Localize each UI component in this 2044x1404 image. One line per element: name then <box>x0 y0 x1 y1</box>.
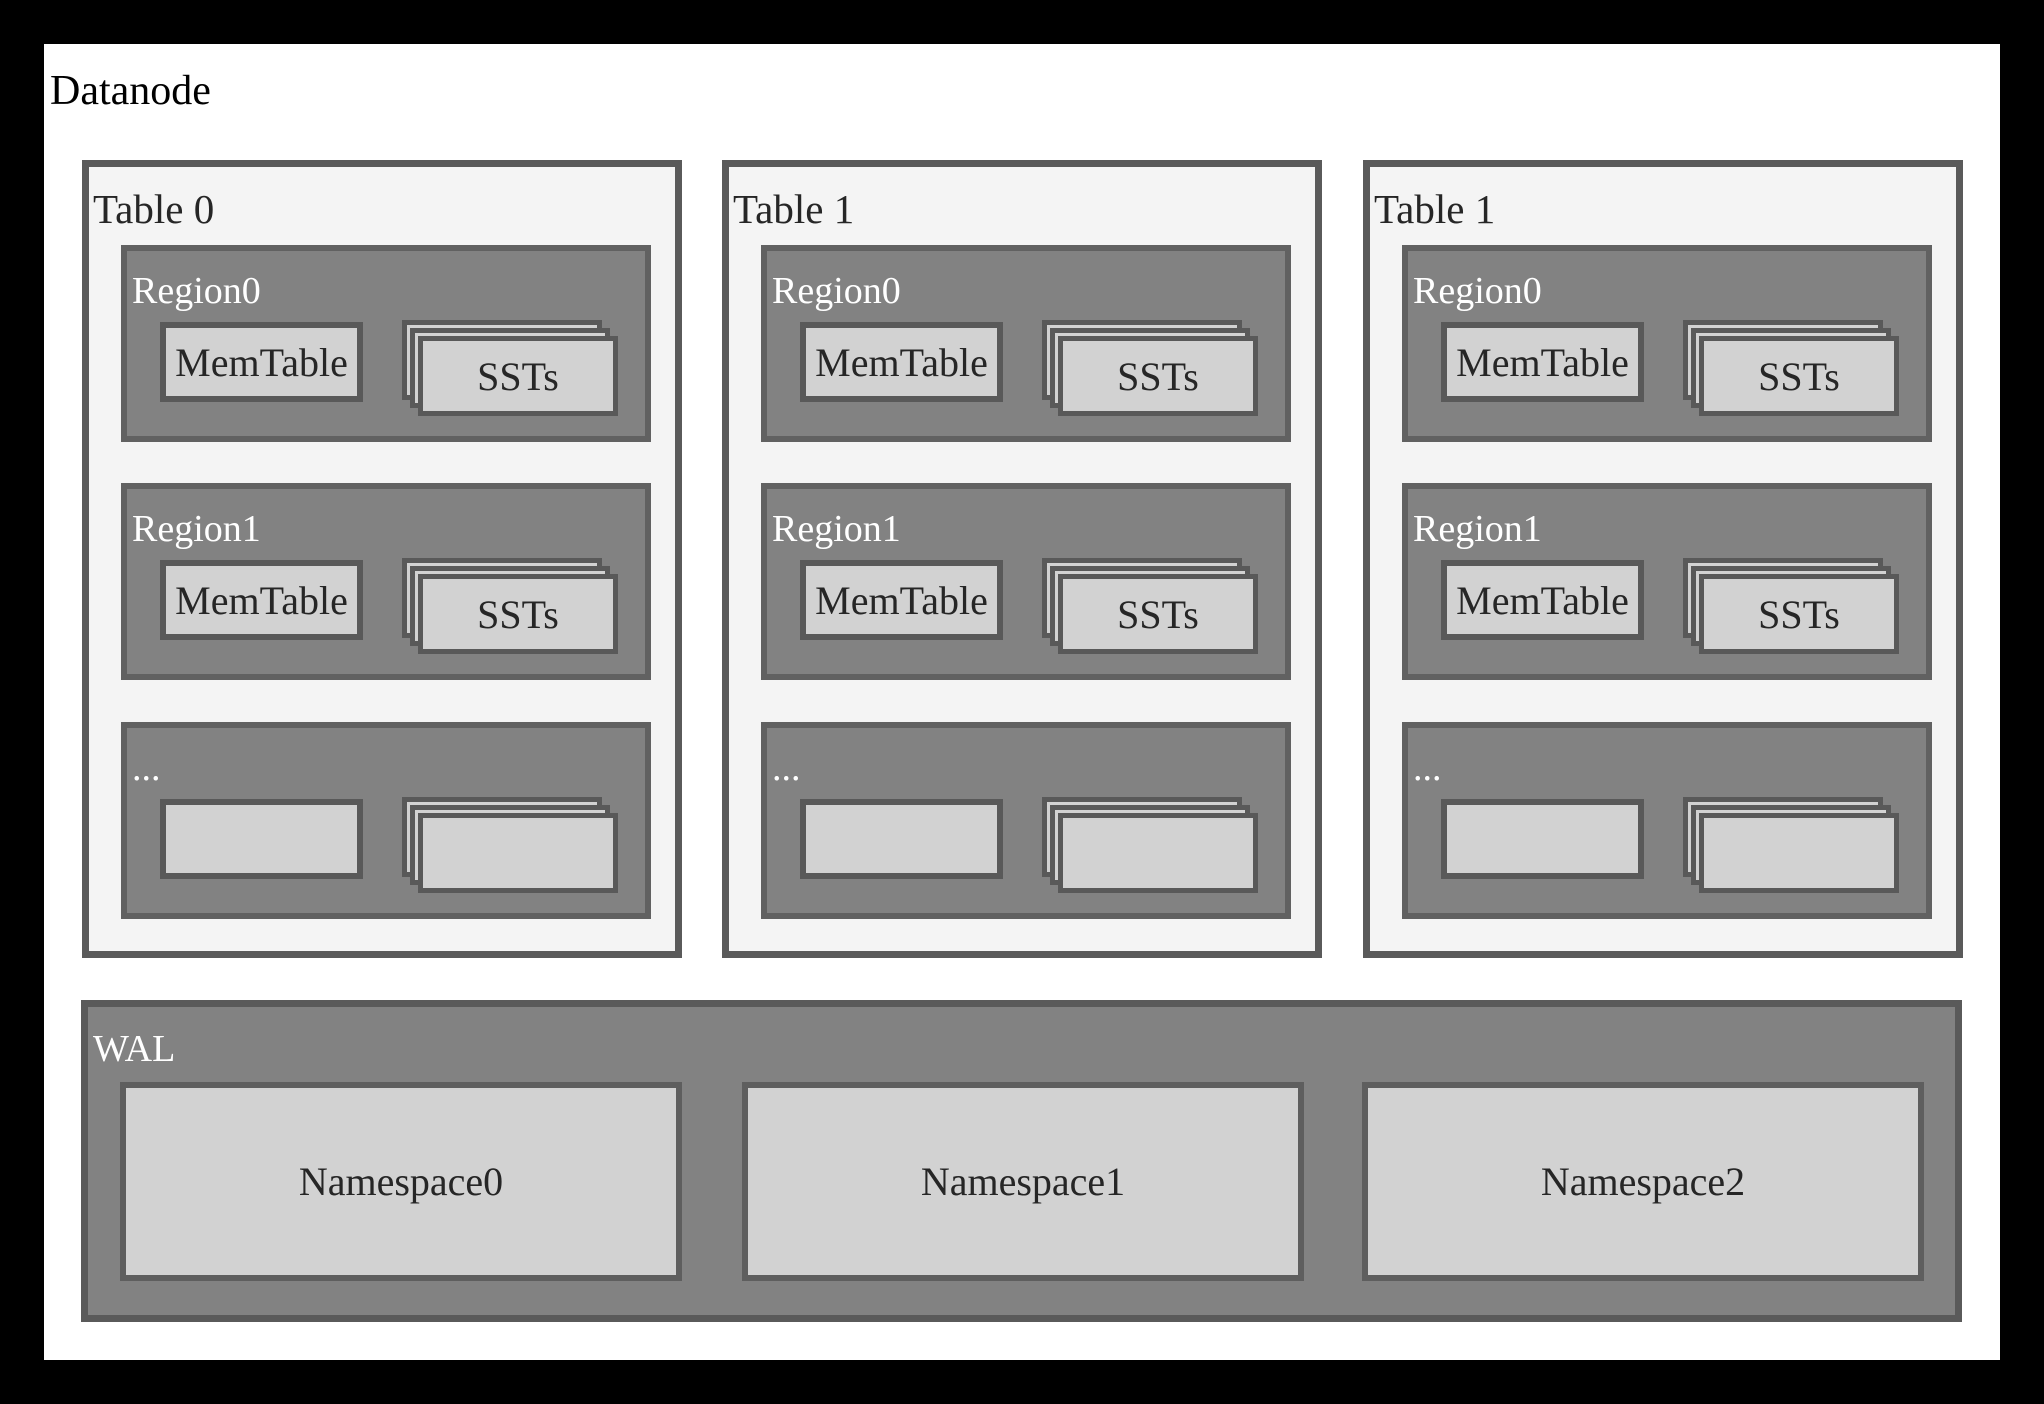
region-box: Region0 MemTable SSTs <box>121 245 651 442</box>
namespace-box-0: Namespace0 <box>120 1082 682 1281</box>
ssts-stack: SSTs <box>1042 558 1258 654</box>
memtable-box-empty <box>800 799 1003 879</box>
memtable-box-empty <box>160 799 363 879</box>
table-label: Table 0 <box>93 186 215 232</box>
ssts-layer-front: SSTs <box>1058 574 1258 654</box>
memtable-box: MemTable <box>1441 322 1644 402</box>
memtable-box: MemTable <box>160 322 363 402</box>
region-label: Region0 <box>132 270 261 312</box>
wal-label: WAL <box>93 1028 176 1070</box>
region-box: Region1 MemTable SSTs <box>1402 483 1932 680</box>
ssts-layer-front: SSTs <box>1699 574 1899 654</box>
region-box-ellipsis: ... <box>1402 722 1932 919</box>
region-label: ... <box>772 747 801 789</box>
memtable-box: MemTable <box>800 322 1003 402</box>
region-label: Region0 <box>1413 270 1542 312</box>
ssts-layer-front <box>1699 813 1899 893</box>
region-label: ... <box>132 747 161 789</box>
memtable-box: MemTable <box>160 560 363 640</box>
ssts-stack <box>1683 797 1899 893</box>
ssts-layer-front: SSTs <box>418 336 618 416</box>
datanode-panel: Datanode Table 0 Region0 MemTable SSTs R… <box>44 44 2000 1360</box>
ssts-stack: SSTs <box>1683 558 1899 654</box>
region-label: Region1 <box>132 508 261 550</box>
memtable-box: MemTable <box>1441 560 1644 640</box>
ssts-stack: SSTs <box>402 320 618 416</box>
ssts-stack <box>1042 797 1258 893</box>
region-label: Region0 <box>772 270 901 312</box>
memtable-box-empty <box>1441 799 1644 879</box>
ssts-stack: SSTs <box>1683 320 1899 416</box>
ssts-stack: SSTs <box>1042 320 1258 416</box>
region-box: Region0 MemTable SSTs <box>1402 245 1932 442</box>
region-label: Region1 <box>772 508 901 550</box>
memtable-box: MemTable <box>800 560 1003 640</box>
region-box-ellipsis: ... <box>761 722 1291 919</box>
ssts-layer-front: SSTs <box>418 574 618 654</box>
ssts-layer-front: SSTs <box>1699 336 1899 416</box>
ssts-layer-front: SSTs <box>1058 336 1258 416</box>
ssts-layer-front <box>418 813 618 893</box>
region-label: Region1 <box>1413 508 1542 550</box>
table-box-1: Table 1 Region0 MemTable SSTs Region1 Me… <box>722 160 1322 958</box>
namespace-box-2: Namespace2 <box>1362 1082 1924 1281</box>
namespace-box-1: Namespace1 <box>742 1082 1304 1281</box>
region-box: Region0 MemTable SSTs <box>761 245 1291 442</box>
ssts-layer-front <box>1058 813 1258 893</box>
ssts-stack: SSTs <box>402 558 618 654</box>
region-box: Region1 MemTable SSTs <box>121 483 651 680</box>
region-box: Region1 MemTable SSTs <box>761 483 1291 680</box>
table-box-0: Table 0 Region0 MemTable SSTs Region1 Me… <box>82 160 682 958</box>
page-title: Datanode <box>50 68 211 114</box>
table-label: Table 1 <box>733 186 855 232</box>
wal-box: WAL Namespace0 Namespace1 Namespace2 <box>81 1000 1962 1322</box>
region-label: ... <box>1413 747 1442 789</box>
table-label: Table 1 <box>1374 186 1496 232</box>
ssts-stack <box>402 797 618 893</box>
region-box-ellipsis: ... <box>121 722 651 919</box>
table-box-2: Table 1 Region0 MemTable SSTs Region1 Me… <box>1363 160 1963 958</box>
